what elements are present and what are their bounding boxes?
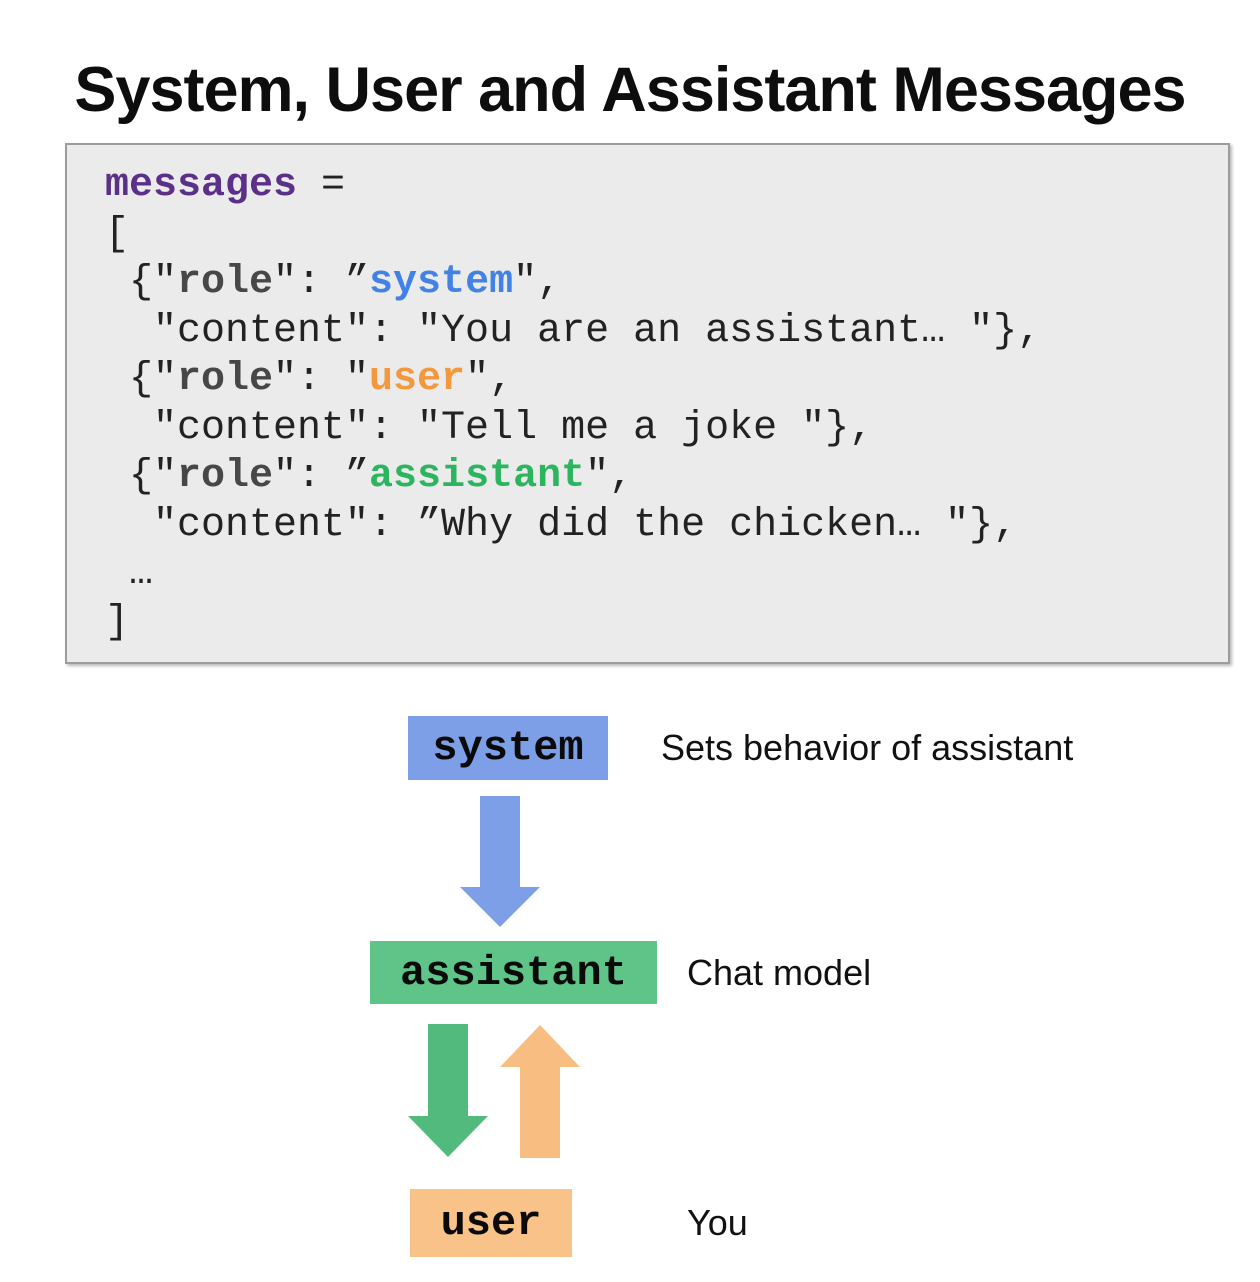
code-line-assistant-content: "content": ”Why did the chicken… "},: [105, 502, 1228, 551]
code-token-role: role: [177, 260, 274, 305]
user-node: user: [410, 1189, 572, 1257]
code-token: {": [105, 260, 178, 305]
code-token-messages: messages: [105, 163, 298, 208]
code-token: =: [297, 163, 346, 208]
code-token: {": [105, 357, 178, 402]
assistant-node-label: assistant: [400, 948, 627, 997]
code-token: ": ”: [273, 454, 370, 499]
code-token-assistant: assistant: [369, 454, 586, 499]
user-node-label: user: [440, 1199, 542, 1247]
code-token: ": ": [273, 357, 370, 402]
code-line-close-bracket: ]: [105, 599, 1228, 648]
code-line-messages: messages =: [105, 162, 1228, 211]
code-line-role-assistant: {"role": ”assistant",: [105, 453, 1228, 502]
code-line-role-system: {"role": ”system",: [105, 259, 1228, 308]
code-token: ",: [513, 260, 562, 305]
user-to-assistant-arrow-icon: [500, 1025, 580, 1158]
assistant-to-user-arrow-icon: [408, 1024, 488, 1157]
user-description: You: [687, 1202, 748, 1243]
code-token: ",: [465, 357, 514, 402]
code-token: ": ”: [273, 260, 370, 305]
code-token-role: role: [177, 454, 274, 499]
system-node-label: system: [432, 724, 584, 772]
assistant-description: Chat model: [687, 951, 872, 993]
code-token: ]: [105, 599, 130, 645]
page-title: System, User and Assistant Messages: [74, 55, 1186, 126]
code-token-user: user: [369, 357, 466, 402]
system-description: Sets behavior of assistant: [661, 727, 1074, 768]
code-token-system: system: [369, 260, 514, 305]
code-token: "content": "You are an assistant… "},: [105, 308, 1042, 354]
code-token: "content": "Tell me a joke "},: [105, 405, 874, 451]
code-token: ",: [585, 454, 634, 499]
code-token: [: [105, 211, 130, 257]
code-token: …: [105, 551, 154, 596]
system-to-assistant-arrow-icon: [460, 796, 540, 927]
assistant-node: assistant: [370, 941, 657, 1004]
code-line-open-bracket: [: [105, 211, 1228, 260]
code-line-system-content: "content": "You are an assistant… "},: [105, 308, 1228, 357]
code-line-user-content: "content": "Tell me a joke "},: [105, 405, 1228, 454]
code-line-ellipsis: …: [105, 550, 1228, 599]
code-token: {": [105, 454, 178, 499]
code-block: messages = [ {"role": ”system", "content…: [65, 143, 1230, 664]
code-line-role-user: {"role": "user",: [105, 356, 1228, 405]
system-node: system: [408, 716, 608, 780]
code-token: "content": ”Why did the chicken… "},: [105, 502, 1018, 548]
code-token-role: role: [177, 357, 274, 402]
